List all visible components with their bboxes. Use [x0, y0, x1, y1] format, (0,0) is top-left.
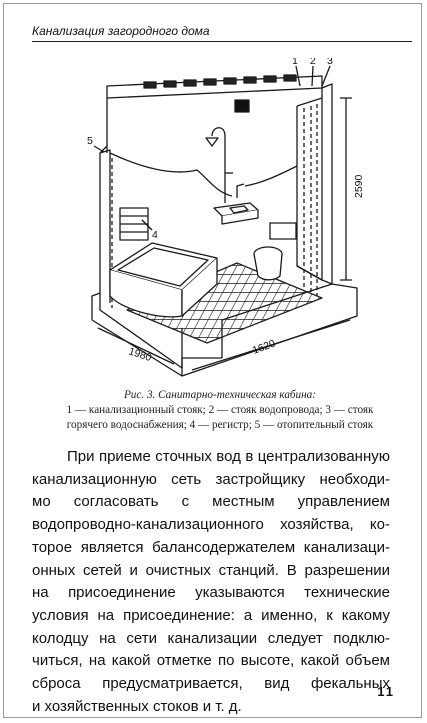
body-line: При приеме сточных вод в централизованну…: [67, 448, 390, 465]
body-line: сброса предусматривается, вид фекальных: [32, 675, 390, 693]
bathtub: [109, 242, 218, 318]
body-line: колодцу на сети канализации следует подк…: [32, 629, 390, 647]
figure-caption: Рис. 3. Санитарно-техническая кабина: 1 …: [36, 388, 404, 433]
callout-3: 3: [327, 58, 333, 67]
caption-line: 1 — канализационный стояк; 2 — стояк вод…: [66, 404, 374, 416]
body-line: торое является балансодержателем канализ…: [32, 538, 390, 556]
ceiling-vents: [143, 74, 297, 89]
running-head: Канализация загородного дома: [32, 24, 412, 42]
body-line: на присоединение указываются технические: [32, 584, 390, 602]
body-line: канализационную сеть застройщику необход…: [32, 470, 390, 488]
caption-title: Рис. 3. Санитарно-техническая кабина:: [123, 389, 317, 401]
washbasin: [213, 183, 259, 225]
body-line: водопроводно-канализационного хозяйства,…: [32, 516, 390, 534]
body-line: онных сетей и очистных станций. В разреш…: [32, 561, 390, 579]
body-line: условия на присоединение: а именно, к ка…: [32, 606, 390, 624]
heating-register: [119, 207, 149, 241]
callout-5: 5: [87, 135, 93, 147]
shower: [205, 127, 233, 203]
body-paragraph: При приеме сточных вод в централизованну…: [32, 446, 390, 718]
caption-line: горячего водоснабжения; 4 — регистр; 5 —…: [66, 419, 374, 431]
dim-length: 1980: [127, 345, 153, 364]
body-line: и хозяйственных стоков и т. д.: [32, 697, 242, 715]
page-border: [3, 3, 422, 718]
body-line: мо согласовать с местным управлением: [32, 493, 390, 511]
dim-height: 2590: [353, 174, 365, 198]
page-number: 11: [377, 684, 395, 699]
figure-sanitary-cabin: 1 2 3 4 5 1980 1620 2590: [32, 58, 408, 378]
toilet: [253, 222, 297, 281]
cabin-drawing: 1 2 3 4 5 1980 1620 2590: [87, 58, 365, 377]
body-line: читься, на какой отметке по высоте, како…: [32, 652, 390, 670]
callout-1: 1: [292, 58, 298, 67]
callout-2: 2: [310, 58, 316, 67]
callout-4: 4: [152, 229, 158, 241]
dim-width: 1620: [251, 337, 277, 356]
